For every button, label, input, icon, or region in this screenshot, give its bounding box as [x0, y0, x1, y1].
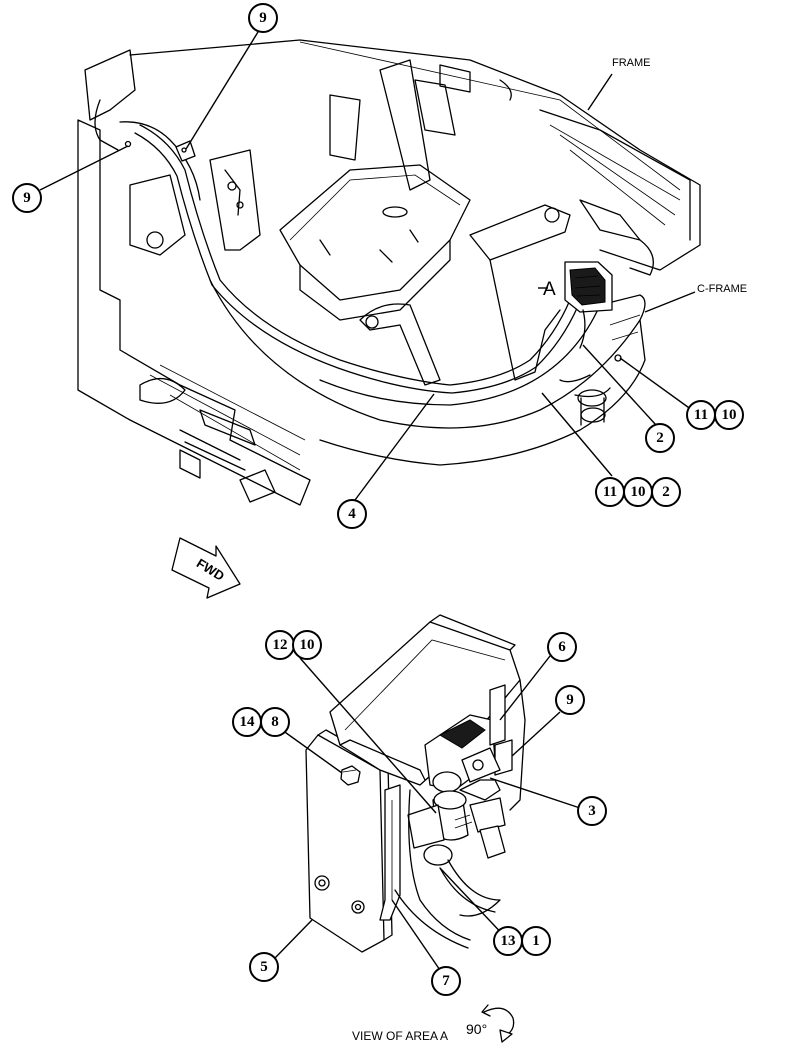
callout-e-12: 12	[265, 630, 295, 660]
callout-top-9: 9	[248, 3, 278, 33]
lower-leader-lines	[274, 655, 581, 974]
svg-text:9: 9	[259, 10, 267, 26]
callout-e-10: 10	[292, 630, 322, 660]
callout-e-1: 1	[521, 926, 551, 956]
svg-text:10: 10	[300, 637, 315, 653]
callout-d-10: 10	[623, 477, 653, 507]
svg-text:5: 5	[260, 959, 268, 975]
svg-text:2: 2	[662, 484, 670, 500]
callout-c-4: 4	[337, 499, 367, 529]
callout-e-3: 3	[577, 796, 607, 826]
callout-c-2: 2	[645, 423, 675, 453]
rotation-arrow-icon	[481, 1004, 515, 1043]
svg-text:13: 13	[501, 933, 516, 949]
svg-text:4: 4	[348, 506, 356, 522]
callout-d-11: 11	[595, 477, 625, 507]
svg-text:8: 8	[271, 714, 279, 730]
callout-e-9: 9	[555, 685, 585, 715]
valve-bracket-illustration	[305, 614, 526, 953]
callout-left-9: 9	[12, 183, 42, 213]
svg-text:2: 2	[656, 430, 664, 446]
svg-text:6: 6	[558, 639, 566, 655]
svg-text:14: 14	[240, 714, 256, 730]
callout-e-6: 6	[547, 632, 577, 662]
svg-text:11: 11	[694, 407, 708, 423]
callout-c-11: 11	[686, 400, 716, 430]
area-a-marker: A	[543, 279, 556, 300]
callout-e-13: 13	[493, 926, 523, 956]
svg-text:9: 9	[23, 190, 31, 206]
fwd-arrow: FWD	[171, 537, 241, 599]
svg-text:10: 10	[722, 407, 737, 423]
machine-frame-illustration	[77, 39, 701, 506]
svg-text:10: 10	[631, 484, 646, 500]
svg-text:7: 7	[442, 973, 450, 989]
view-caption: VIEW OF AREA A	[352, 1029, 448, 1043]
frame-label: FRAME	[612, 57, 651, 69]
callout-c-10: 10	[714, 400, 744, 430]
upper-leader-lines	[39, 31, 696, 501]
callout-e-8: 8	[260, 707, 290, 737]
callout-e-7: 7	[431, 966, 461, 996]
svg-text:12: 12	[273, 637, 288, 653]
callout-e-5: 5	[249, 952, 279, 982]
callout-e-14: 14	[232, 707, 262, 737]
svg-text:11: 11	[603, 484, 617, 500]
rotation-label: 90°	[466, 1021, 487, 1037]
callout-d-2: 2	[651, 477, 681, 507]
c-frame-label: C-FRAME	[697, 283, 747, 295]
svg-text:1: 1	[532, 933, 540, 949]
svg-text:9: 9	[566, 692, 574, 708]
svg-text:3: 3	[588, 803, 596, 819]
